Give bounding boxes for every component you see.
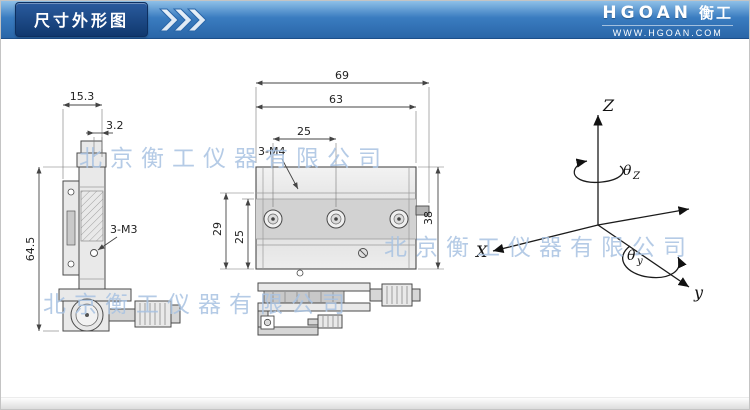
theta-z-symbol: θ [623,163,632,179]
axes-diagram: Z X y θ Z θ y [474,96,704,302]
chevron-arrows-icon [158,8,207,31]
theta-z-rotation-arc [573,158,624,184]
page-title: 尺寸外形图 [15,2,149,37]
stop-screw [415,205,430,216]
dim-side-height: 64.5 [24,166,77,332]
theta-y-sub: y [636,256,643,267]
watermark-text: 北京衡工仪器有限公司 [79,146,389,172]
dim-left-outer: 29 [211,192,254,270]
dim-body-width: 63 [256,93,417,163]
side-view-drawing: 15.3 3.2 64.5 [24,90,181,332]
theta-y-label: θ y [627,248,643,267]
watermark-text: 北京衡工仪器有限公司 [43,292,353,318]
technical-drawing-svg: 15.3 3.2 64.5 [24,69,704,336]
axis-x-label: X [474,242,488,261]
dim-side-width-top: 15.3 [62,90,103,179]
footer-strip [1,397,749,409]
dim-text-25-left: 25 [233,230,246,244]
dim-text-64-5: 64.5 [24,237,37,262]
top-view-drawing: 69 63 25 3-M4 [211,69,444,336]
brand-text: HGOAN [602,2,692,23]
dim-text-69: 69 [335,69,349,82]
dim-text-29: 29 [211,222,224,236]
watermarks: 北京衡工仪器有限公司 北京衡工仪器有限公司 北京衡工仪器有限公司 [43,146,694,318]
dim-right-depth: 38 [418,166,444,270]
theta-z-sub: Z [632,171,641,182]
brand-logo: HGOAN 衡工 WWW.HGOAN.COM [602,2,733,38]
dim-text-15-3: 15.3 [70,90,95,103]
theta-z-label: θ Z [623,163,641,182]
dim-text-63: 63 [329,93,343,106]
label-3m3: 3-M3 [97,223,137,251]
dim-text-25: 25 [297,125,311,138]
header-bar: 尺寸外形图 HGOAN 衡工 WWW.HGOAN.COM [1,1,749,39]
dim-text-3-2: 3.2 [106,119,124,132]
dim-side-offset: 3.2 [86,119,124,157]
dim-hole-spacing: 25 [272,125,337,207]
watermark-text: 北京衡工仪器有限公司 [384,235,694,261]
drawing-area: 15.3 3.2 64.5 [1,39,749,397]
dim-text-38: 38 [422,211,435,225]
label-text-3m4: 3-M4 [258,145,285,158]
dim-left-inner: 25 [233,198,254,269]
lower-side-elevation [257,282,421,336]
dim-overall-width: 69 [255,69,430,203]
brand-cn-text: 衡工 [698,4,733,22]
knurl-lines-left-knob [139,303,166,325]
theta-y-rotation-arc [622,245,687,279]
mounting-holes [263,209,409,229]
label-3m4: 3-M4 [258,145,299,190]
page-title-text: 尺寸外形图 [34,13,130,30]
theta-y-symbol: θ [627,248,636,264]
label-text-3m3: 3-M3 [110,223,137,236]
axis-z-label: Z [602,96,615,115]
website-url: WWW.HGOAN.COM [602,24,733,38]
axis-y-label: y [693,283,704,302]
